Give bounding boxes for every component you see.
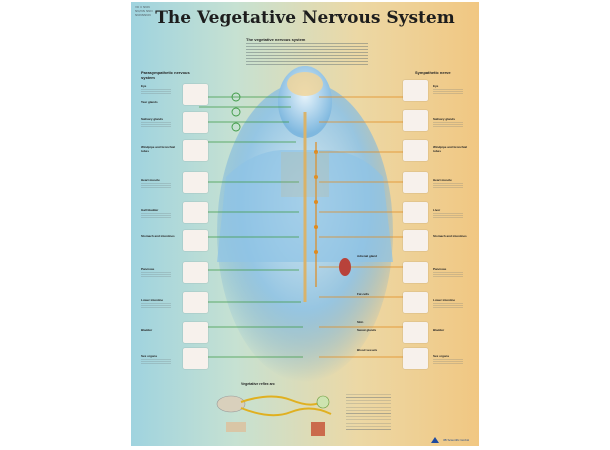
- body-illustration: [199, 66, 411, 436]
- left-label-salivary: Salivary glands: [141, 117, 164, 121]
- left-label-eye: Eye: [141, 84, 147, 88]
- left-organ-bladder: [183, 322, 208, 343]
- left-organ-heart: [183, 172, 208, 193]
- parasympathetic-ganglia: [231, 92, 241, 132]
- right-label-sex: Sex organs: [433, 354, 450, 358]
- right-label-bladder: Bladder: [433, 328, 445, 332]
- left-label-stomach: Stomach and intestines: [141, 234, 175, 238]
- left-organ-salivary: [183, 112, 208, 133]
- heat-map-glow: [281, 152, 329, 197]
- right-organ-sex: [403, 348, 428, 369]
- publisher-name: 3B Scientific GmbH: [442, 438, 469, 442]
- right-label-stomach: Stomach and intestines: [433, 234, 467, 238]
- left-label-gall: Gall bladder: [141, 208, 159, 212]
- right-organ-lower-intestine: [403, 292, 428, 313]
- left-organ-sex: [183, 348, 208, 369]
- poster-subtitle: The vegetative nervous system: [246, 37, 306, 42]
- right-label-eye: Eye: [433, 84, 439, 88]
- publisher-logo-icon: [431, 437, 439, 443]
- reflex-arc-title: Vegetative reflex arc: [241, 382, 275, 386]
- right-organ-heart: [403, 172, 428, 193]
- kidney-shape: [339, 258, 351, 276]
- center-label-fat-cells: Fat cells: [357, 292, 370, 296]
- right-label-liver: Liver: [433, 208, 441, 212]
- left-organ-gall: [183, 202, 208, 223]
- right-organ-lungs: [403, 140, 428, 161]
- center-label-blood-vessels: Blood vessels: [357, 348, 378, 352]
- right-text-lower-intestine: [433, 303, 463, 309]
- right-text-heart: [433, 183, 463, 189]
- right-organ-eye: [403, 80, 428, 101]
- right-text-eye: [433, 89, 463, 95]
- left-label-sex: Sex organs: [141, 354, 158, 358]
- right-organ-liver: [403, 202, 428, 223]
- left-text-sex: [141, 359, 171, 365]
- right-heading: Sympathetic nerve: [415, 70, 451, 75]
- poster: VR 0 NNN NN/NN NNN NNNNNNN The Vegetativ…: [131, 2, 479, 446]
- left-label-tear-glands: Tear glands: [141, 100, 158, 104]
- left-organ-stomach: [183, 230, 208, 251]
- right-label-lungs: Windpipe and bronchial tubes: [433, 145, 467, 153]
- left-text-lower-intestine: [141, 303, 171, 309]
- right-text-sex: [433, 359, 463, 365]
- reflex-arc-illustration: [216, 395, 332, 436]
- right-label-heart: Heart muscle: [433, 178, 452, 182]
- left-label-heart: Heart muscle: [141, 178, 160, 182]
- left-organ-pancreas: [183, 262, 208, 283]
- product-code: VR 0 NNN NN/NN NNN NNNNNNN: [135, 5, 153, 17]
- sympathetic-lines: [319, 96, 411, 358]
- left-text-salivary: [141, 122, 171, 128]
- left-organ-eye: [183, 84, 208, 105]
- center-label-sweat: Sweat glands: [357, 328, 377, 332]
- right-text-salivary: [433, 122, 463, 128]
- right-organ-stomach: [403, 230, 428, 251]
- brain-shape: [287, 72, 323, 96]
- left-text-heart: [141, 183, 171, 189]
- sympathetic-chain: [314, 142, 318, 287]
- right-label-pancreas: Pancreas: [433, 267, 447, 271]
- left-text-gall: [141, 213, 171, 219]
- right-label-salivary: Salivary glands: [433, 117, 456, 121]
- left-label-bladder: Bladder: [141, 328, 153, 332]
- left-heading: Parasympathetic nervous system: [141, 70, 190, 80]
- right-organ-pancreas: [403, 262, 428, 283]
- right-label-lower-intestine: Lower intestine: [433, 298, 456, 302]
- left-text-pancreas: [141, 272, 171, 278]
- center-label-skin: Skin: [357, 320, 364, 324]
- left-text-eye: [141, 89, 171, 95]
- intro-text-block: [246, 43, 368, 67]
- left-organ-lower-intestine: [183, 292, 208, 313]
- right-text-pancreas: [433, 272, 463, 278]
- center-label-adrenal: Adrenal gland: [357, 254, 378, 258]
- right-text-liver: [433, 213, 463, 219]
- reflex-legend: [346, 394, 391, 430]
- poster-title: The Vegetative Nervous System: [155, 8, 455, 28]
- right-organ-bladder: [403, 322, 428, 343]
- left-label-lungs: Windpipe and bronchial tubes: [141, 145, 175, 153]
- right-organ-salivary: [403, 110, 428, 131]
- parasympathetic-lines: [199, 96, 303, 358]
- left-label-pancreas: Pancreas: [141, 267, 155, 271]
- left-label-lower-intestine: Lower intestine: [141, 298, 164, 302]
- left-organ-lungs: [183, 140, 208, 161]
